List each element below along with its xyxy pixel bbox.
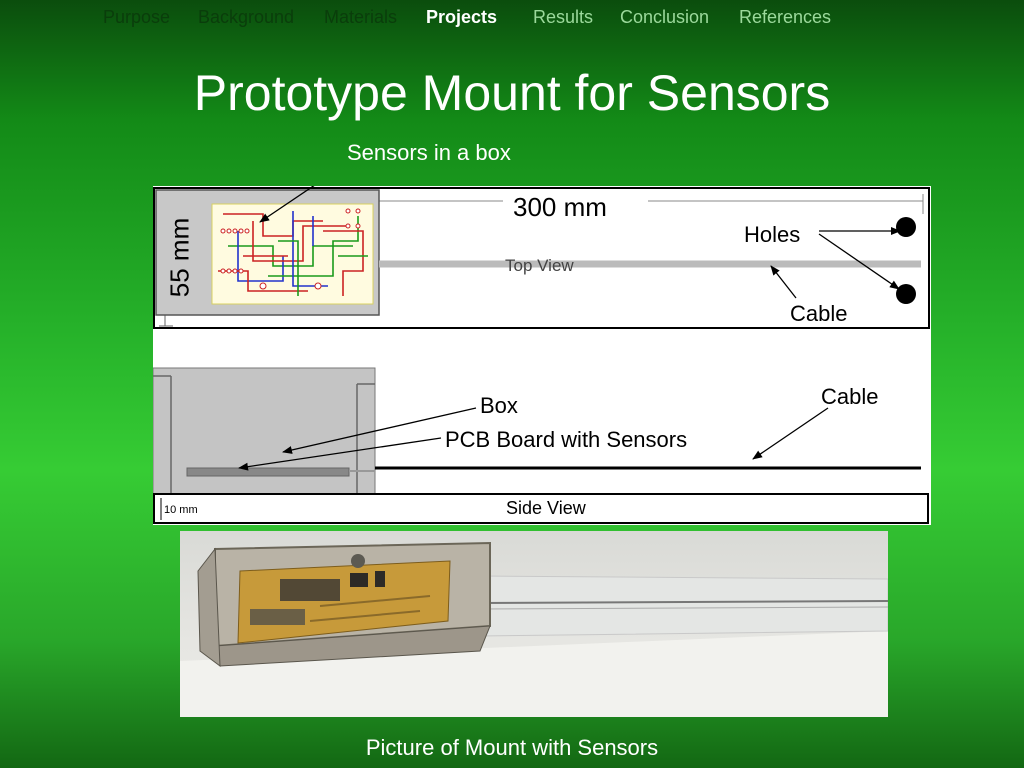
- side-view-label: Side View: [506, 498, 586, 518]
- callout-sensors-in-box: Sensors in a box: [347, 140, 511, 165]
- side-box: [153, 367, 376, 497]
- photo-cable: [479, 600, 888, 604]
- side-pcb: [186, 467, 350, 477]
- photo-caption: Picture of Mount with Sensors: [365, 735, 659, 760]
- nav-item-purpose[interactable]: Purpose: [103, 7, 171, 27]
- top-cable-label: Cable: [790, 301, 848, 326]
- photo-base: [180, 631, 888, 717]
- pcb-traces: [218, 211, 368, 296]
- nav-bar: Purpose Background Materials Projects Re…: [0, 0, 1024, 36]
- pcb-pads: [220, 208, 361, 290]
- slide-title: Prototype Mount for Sensors: [193, 65, 831, 121]
- mount-photo-drawing: [180, 541, 888, 717]
- nav-item-references[interactable]: References: [739, 7, 832, 27]
- nav-item-results[interactable]: Results: [533, 7, 594, 27]
- nav-item-projects[interactable]: Projects: [426, 7, 498, 27]
- arrow-side-cable: [752, 407, 829, 460]
- hole-lower: [896, 284, 916, 304]
- nav-item-materials[interactable]: Materials: [324, 7, 398, 27]
- scale-label: 10 mm: [164, 504, 198, 516]
- hole-upper: [896, 217, 916, 237]
- mount-photo: [180, 531, 888, 717]
- height-dimension-label: 55 mm: [164, 217, 195, 298]
- pcb-board-label: PCB Board with Sensors: [445, 427, 688, 452]
- nav-item-background[interactable]: Background: [198, 7, 295, 27]
- arrow-top-cable: [770, 265, 797, 299]
- arrow-pcb: [238, 437, 442, 471]
- width-dimension-label: 300 mm: [509, 192, 611, 223]
- arrow-box: [282, 407, 477, 454]
- diagram-drawing: [153, 186, 930, 524]
- box-label: Box: [480, 393, 518, 418]
- side-cable-label: Cable: [821, 384, 879, 409]
- side-view-frame: [153, 493, 929, 524]
- arrow-sensors-box: [259, 186, 315, 223]
- arrow-holes-lower: [818, 233, 900, 290]
- mount-diagram: 300 mm 55 mm Top View Holes Cable Cable …: [153, 186, 931, 525]
- top-view-label: Top View: [505, 256, 574, 275]
- holes-label: Holes: [744, 222, 801, 247]
- nav-item-conclusion[interactable]: Conclusion: [620, 7, 710, 27]
